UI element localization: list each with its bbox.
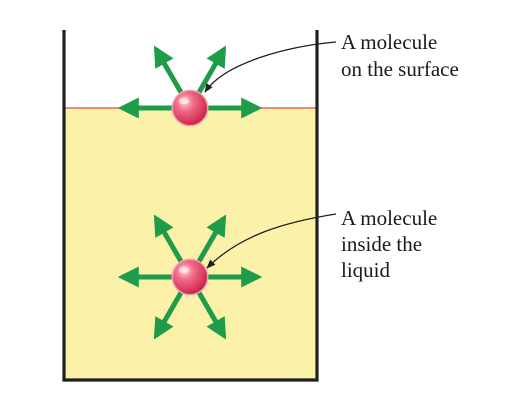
liquid bbox=[64, 108, 317, 380]
leader-lines bbox=[204, 41, 337, 269]
label-inside-line-1: inside the bbox=[341, 232, 422, 256]
beaker-container bbox=[62, 30, 319, 382]
leader-line-surface bbox=[204, 41, 337, 93]
molecule-surface bbox=[171, 89, 209, 127]
molecule-inside bbox=[171, 258, 209, 296]
leader-line-inside bbox=[206, 213, 337, 269]
label-surface-line-1: on the surface bbox=[341, 57, 459, 81]
label-inside-line-2: liquid bbox=[341, 258, 391, 282]
molecules bbox=[171, 89, 209, 296]
label-surface-line-0: A molecule bbox=[341, 30, 437, 54]
label-inside-line-0: A molecule bbox=[341, 206, 437, 230]
